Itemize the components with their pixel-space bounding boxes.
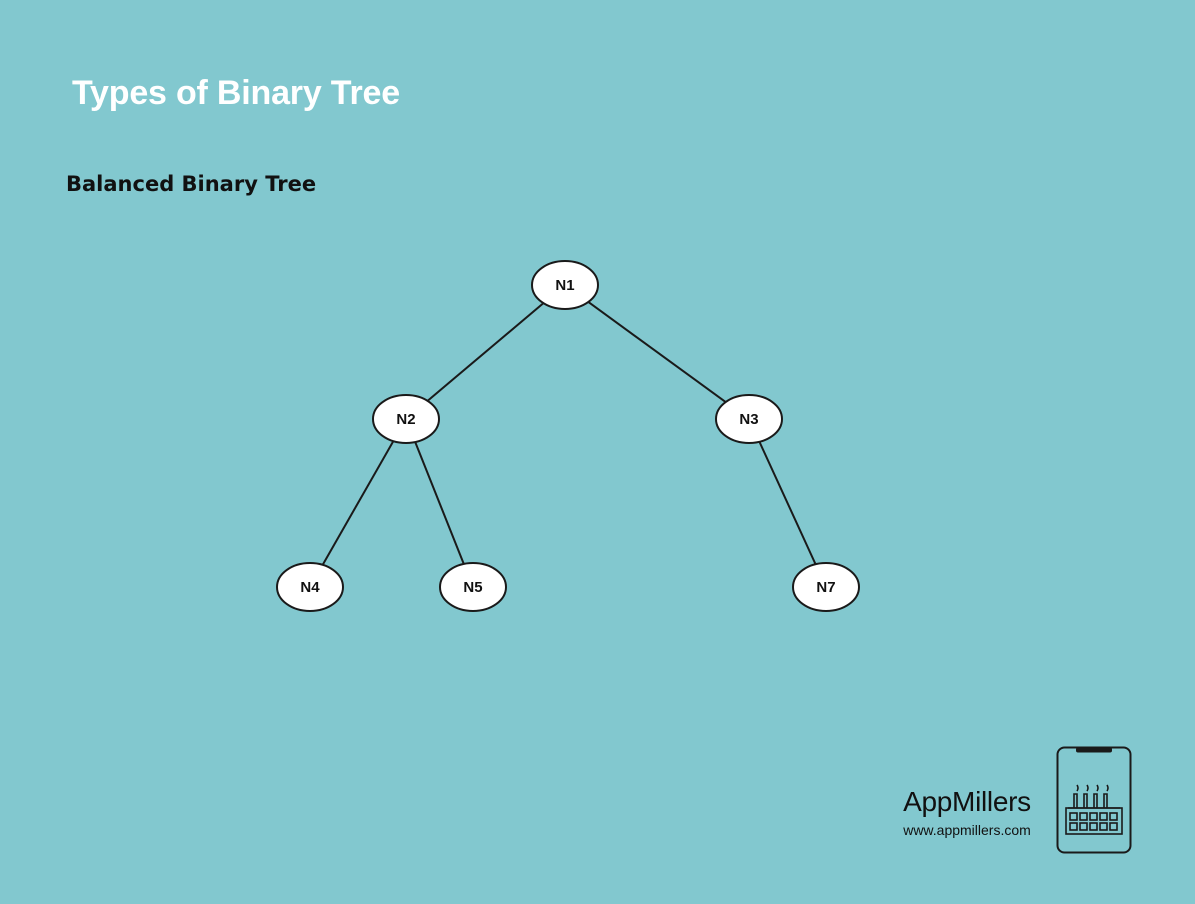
tree-node-shape [531, 260, 599, 310]
tree-node-n3: N3 [715, 394, 783, 444]
tree-node-label: N3 [739, 411, 758, 428]
tree-node-label: N1 [555, 277, 574, 294]
page-title: Types of Binary Tree [72, 74, 400, 112]
tree-node-n4: N4 [276, 562, 344, 612]
brand-block: AppMillers www.appmillers.com [882, 786, 1052, 838]
tree-node-label: N5 [463, 579, 482, 596]
tree-node-label: N7 [816, 579, 835, 596]
tree-edge-n2-n4 [321, 440, 395, 566]
brand-name: AppMillers [903, 786, 1031, 817]
tree-node-shape [792, 562, 860, 612]
tree-edge-n1-n3 [587, 301, 727, 403]
tree-node-n2: N2 [372, 394, 440, 444]
tree-node-shape [276, 562, 344, 612]
tree-node-n1: N1 [531, 260, 599, 310]
brand-url: www.appmillers.com [903, 822, 1031, 838]
diagram-subtitle: Balanced Binary Tree [66, 172, 317, 196]
tree-node-shape [439, 562, 507, 612]
tree-node-label: N4 [300, 579, 320, 596]
tree-node-n7: N7 [792, 562, 860, 612]
phone-factory-icon [1056, 746, 1132, 854]
tree-node-shape [372, 394, 440, 444]
tree-edge-n3-n7 [758, 441, 817, 565]
tree-node-shape [715, 394, 783, 444]
tree-edge-n1-n2 [426, 302, 545, 402]
tree-edge-n2-n5 [414, 441, 465, 565]
tree-node-n5: N5 [439, 562, 507, 612]
tree-node-label: N2 [396, 411, 415, 428]
